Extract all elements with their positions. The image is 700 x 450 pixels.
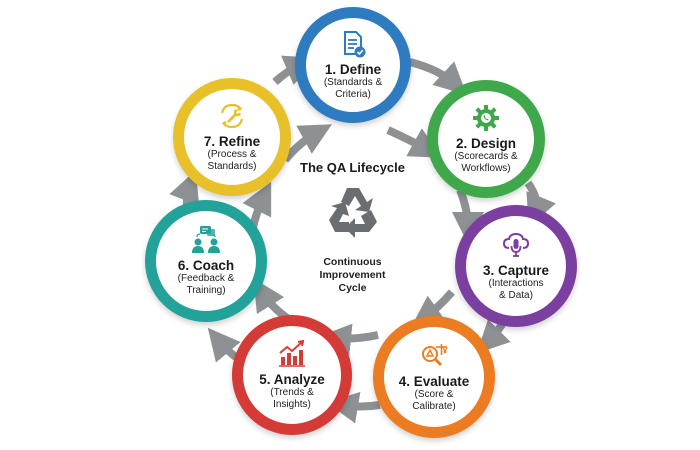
document-check-icon	[344, 31, 366, 58]
step-subtitle: Workflows)	[461, 163, 511, 174]
step-coach: 6. Coach (Feedback & Training)	[145, 200, 267, 322]
scales-magnifier-icon	[422, 344, 448, 367]
step-title: 7. Refine	[203, 134, 261, 149]
step-title: 3. Capture	[482, 263, 550, 278]
center-title: The QA Lifecycle	[300, 160, 405, 175]
arrow-inner-4	[319, 323, 379, 356]
step-title: 4. Evaluate	[398, 374, 470, 389]
recycle-icon	[329, 188, 377, 238]
step-subtitle: Insights)	[273, 399, 311, 410]
step-subtitle: (Scorecards &	[454, 151, 518, 162]
step-title: 2. Design	[455, 136, 517, 151]
step-title: 5. Analyze	[259, 372, 325, 387]
step-subtitle: (Score &	[414, 389, 454, 400]
step-subtitle: (Feedback &	[177, 273, 235, 284]
arrow-define-to-design	[408, 58, 467, 95]
step-evaluate: 4. Evaluate (Score & Calibrate)	[373, 316, 495, 438]
center-subtitle-line: Continuous	[323, 256, 382, 268]
step-capture: 3. Capture (Interactions & Data)	[455, 205, 577, 327]
center-subtitle-line: Improvement	[319, 269, 386, 281]
step-subtitle: Standards)	[207, 161, 257, 172]
step-design: 2. Design (Scorecards & Workflows)	[427, 80, 545, 198]
arrow-inner-3	[410, 289, 456, 328]
step-subtitle: (Interactions	[488, 278, 544, 289]
people-chat-icon	[192, 226, 220, 253]
step-subtitle: Criteria)	[335, 89, 371, 100]
center-subtitle: Continuous Improvement Cycle	[290, 256, 415, 295]
wrench-cycle-icon	[220, 103, 244, 129]
bar-chart-trend-icon	[279, 339, 305, 367]
step-subtitle: Training)	[186, 285, 226, 296]
arrow-evaluate-to-analyze	[326, 391, 381, 424]
cloud-microphone-icon	[502, 232, 530, 257]
gear-phone-icon	[473, 105, 499, 131]
step-subtitle: Calibrate)	[412, 401, 456, 412]
step-subtitle: (Standards &	[323, 77, 383, 88]
arrow-inner-7	[281, 124, 332, 163]
step-subtitle: (Trends &	[270, 387, 314, 398]
arrow-inner-1	[386, 126, 442, 158]
step-subtitle: (Process &	[207, 149, 257, 160]
center-subtitle-line: Cycle	[338, 282, 367, 294]
step-analyze: 5. Analyze (Trends & Insights)	[232, 315, 352, 435]
step-define: 1. Define (Standards & Criteria)	[295, 7, 411, 123]
arrow-inner-2	[451, 188, 484, 244]
step-title: 6. Coach	[177, 258, 235, 273]
step-title: 1. Define	[324, 62, 382, 77]
step-subtitle: & Data)	[499, 290, 533, 301]
step-refine: 7. Refine (Process & Standards)	[173, 78, 291, 196]
